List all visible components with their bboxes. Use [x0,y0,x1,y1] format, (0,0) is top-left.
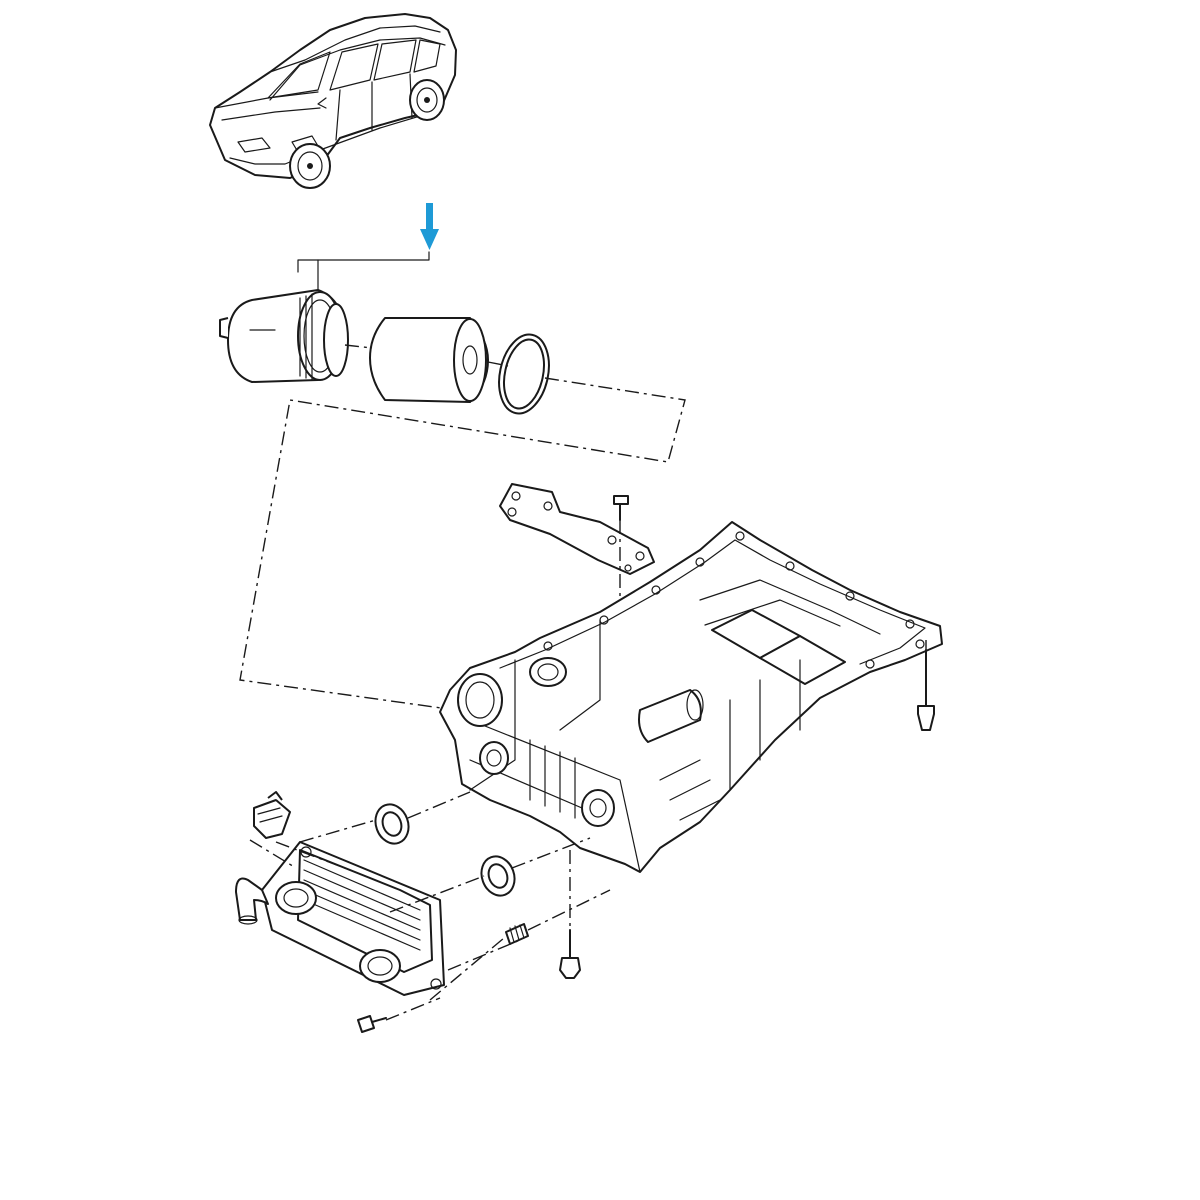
cooler-hose-clip [253,791,291,839]
assembly-bracket-line [297,251,430,273]
spring-insert [505,923,529,945]
oil-cooler [235,841,445,996]
cooler-seal-lower [480,855,516,897]
oil-filter-element [369,317,489,403]
lower-bolt [559,929,581,979]
oil-filter-housing [219,289,349,383]
direction-arrow-icon [420,203,439,250]
vehicle-illustration [209,13,457,189]
oil-pan [439,521,943,873]
bracket-bolt [613,495,629,521]
oil-pan-bolt [917,649,935,731]
mounting-bracket [499,483,655,575]
cooler-seal-upper [374,803,410,845]
cooler-bolt [357,1015,387,1033]
o-ring-seal [498,333,550,415]
